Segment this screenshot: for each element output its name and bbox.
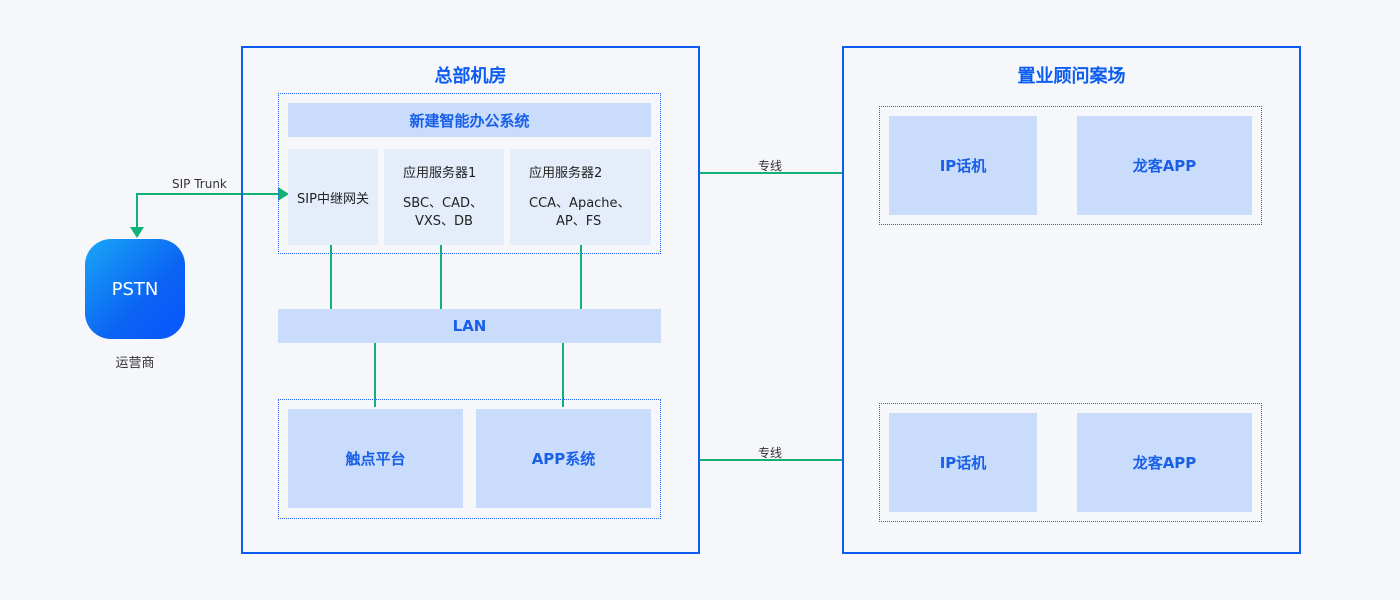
site-zone: 置业顾问案场 — [842, 46, 1301, 554]
sip-gateway: SIP中继网关 — [288, 149, 378, 245]
touch-platform: 触点平台 — [288, 409, 463, 508]
app-server-1-line1: SBC、CAD、 — [403, 196, 483, 211]
sip-gateway-label: SIP中继网关 — [297, 191, 369, 207]
app-server-2: 应用服务器2 CCA、Apache、 AP、FS — [510, 149, 651, 245]
sip-trunk-line-h — [136, 193, 280, 195]
platform-group — [278, 399, 661, 519]
system-title-bar: 新建智能办公系统 — [288, 103, 651, 137]
lan-touch-link — [374, 343, 376, 407]
dedicated-line-top-label: 专线 — [758, 159, 783, 173]
pstn-node: PSTN — [85, 239, 185, 339]
system-group — [278, 93, 661, 254]
app-server-2-title: 应用服务器2 — [529, 166, 603, 181]
hq-title: 总部机房 — [434, 66, 507, 87]
longke-app-2: 龙客APP — [1077, 413, 1252, 512]
site-group-2 — [879, 403, 1262, 522]
app-server-1-title: 应用服务器1 — [403, 166, 477, 181]
gateway-lan-link — [330, 245, 332, 309]
hq-zone: 总部机房 — [241, 46, 700, 554]
app-server-2-line2: AP、FS — [556, 214, 602, 229]
longke-app-1: 龙客APP — [1077, 116, 1252, 215]
arrow-down-icon — [130, 227, 144, 238]
ip-phone-2: IP话机 — [889, 413, 1037, 512]
sip-trunk-line-v — [136, 193, 138, 229]
ip-phone-1: IP话机 — [889, 116, 1037, 215]
app-server-1-line2: VXS、DB — [415, 214, 473, 229]
dedicated-line-bottom-label: 专线 — [758, 446, 783, 460]
server2-lan-link — [580, 245, 582, 309]
site-group-1 — [879, 106, 1262, 225]
lan-app-link — [562, 343, 564, 407]
app-server-1: 应用服务器1 SBC、CAD、 VXS、DB — [384, 149, 504, 245]
arrow-right-icon — [278, 187, 289, 201]
app-server-2-line1: CCA、Apache、 — [529, 196, 631, 211]
site-title: 置业顾问案场 — [1017, 66, 1126, 87]
pstn-caption: 运营商 — [115, 356, 155, 371]
server1-lan-link — [440, 245, 442, 309]
dedicated-line-top — [700, 172, 843, 174]
app-system: APP系统 — [476, 409, 651, 508]
pstn-label: PSTN — [111, 278, 159, 300]
sip-trunk-label: SIP Trunk — [172, 177, 227, 191]
lan-bar: LAN — [278, 309, 661, 343]
dedicated-line-bottom — [700, 459, 843, 461]
